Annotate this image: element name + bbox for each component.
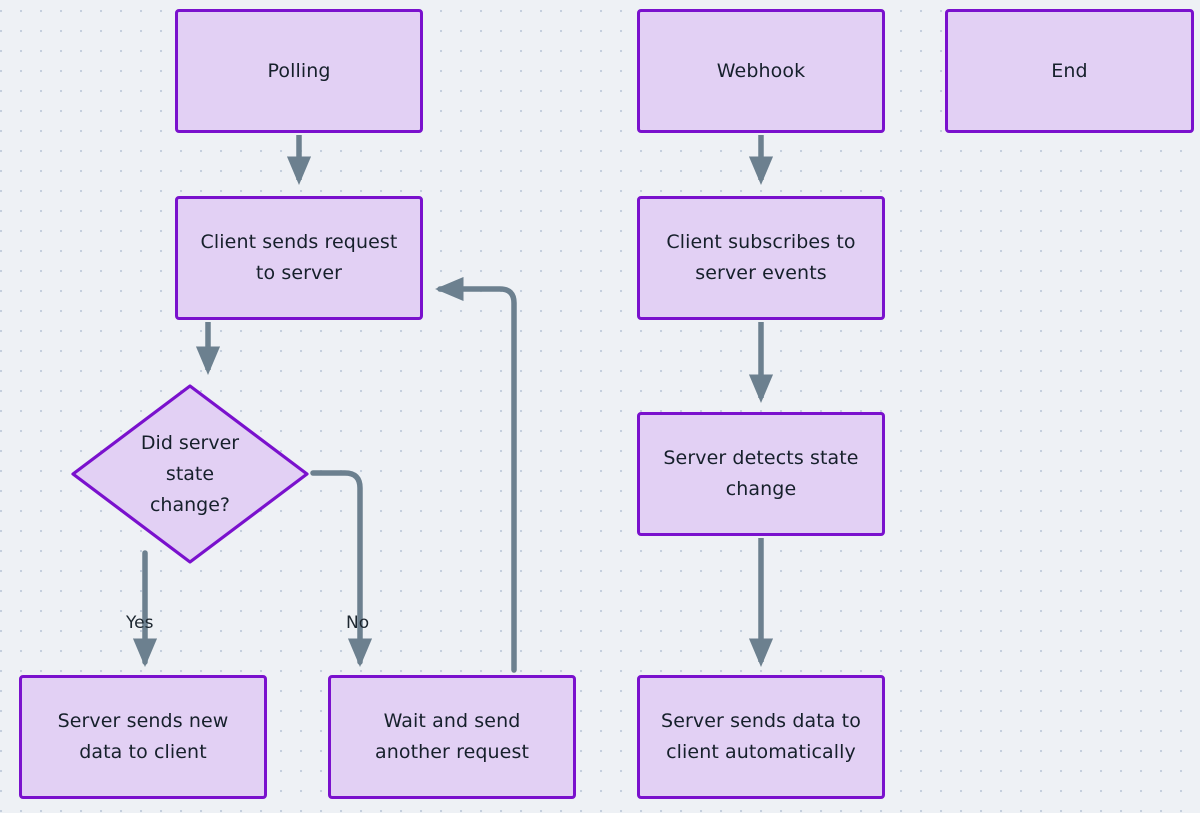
edge-decision-no <box>310 470 373 667</box>
node-server-sends-new-data[interactable]: Server sends new data to client <box>19 675 267 799</box>
node-wait-and-send-label: Wait and send another request <box>374 710 530 763</box>
node-wait-and-send-another-request[interactable]: Wait and send another request <box>328 675 576 799</box>
node-end[interactable]: End <box>945 9 1194 133</box>
node-server-sends-new-data-label: Server sends new data to client <box>57 710 229 763</box>
node-polling[interactable]: Polling <box>175 9 423 133</box>
node-client-sends-request[interactable]: Client sends request to server <box>175 196 423 320</box>
node-server-sends-data-automatically[interactable]: Server sends data to client automaticall… <box>637 675 885 799</box>
node-decision-did-server-state-change[interactable]: Did server state change? <box>70 383 310 565</box>
node-decision-label: Did server state change? <box>140 431 240 516</box>
edge-label-no: No <box>346 613 370 633</box>
node-server-sends-data-automatically-label: Server sends data to client automaticall… <box>661 710 861 763</box>
edge-wait-back-to-client-request <box>435 276 517 673</box>
edge-label-yes: Yes <box>126 613 154 633</box>
node-end-label: End <box>1051 59 1088 82</box>
node-polling-label: Polling <box>267 59 331 82</box>
node-webhook[interactable]: Webhook <box>637 9 885 133</box>
node-client-sends-request-label: Client sends request to server <box>200 231 398 284</box>
node-client-subscribes[interactable]: Client subscribes to server events <box>637 196 885 320</box>
diamond-shape <box>71 384 309 564</box>
node-webhook-label: Webhook <box>716 59 806 82</box>
node-server-detects-state-change[interactable]: Server detects state change <box>637 412 885 536</box>
node-client-subscribes-label: Client subscribes to server events <box>666 231 856 284</box>
node-server-detects-label: Server detects state change <box>663 447 859 500</box>
